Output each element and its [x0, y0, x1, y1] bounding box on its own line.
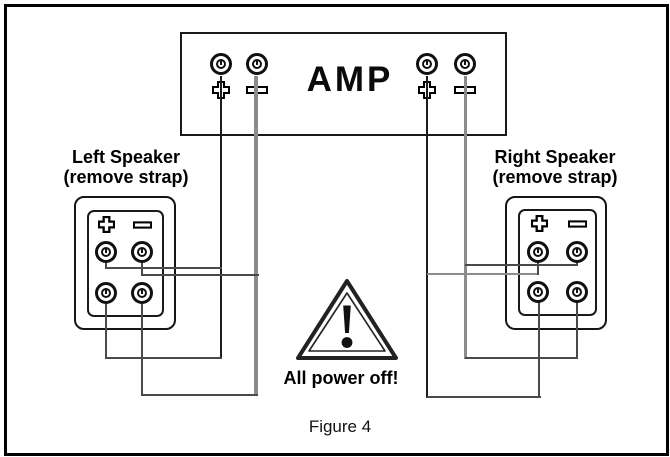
amp-label: AMP — [306, 60, 394, 99]
wire-left-lf-plus-run — [105, 357, 222, 359]
wire-left-hf-minus-stub — [141, 260, 143, 276]
amp-terminal-left-plus — [210, 53, 232, 75]
wire-right-hf-plus-stub — [537, 261, 539, 275]
figure-border — [4, 4, 669, 456]
wire-left-lf-minus-stub — [141, 302, 143, 396]
amp-terminal-right-plus — [416, 53, 438, 75]
left-speaker-terminal-hf-minus — [131, 241, 153, 263]
right-speaker-terminal-lf-plus — [527, 281, 549, 303]
left-plate-minus-icon — [133, 221, 152, 229]
wire-left-hf-minus-run — [141, 274, 259, 276]
right-speaker-terminal-hf-plus — [527, 241, 549, 263]
wire-amp-left-negative — [254, 76, 258, 396]
left-speaker-terminal-hf-plus — [95, 241, 117, 263]
left-speaker-subtitle: (remove strap) — [63, 167, 189, 187]
wire-left-hf-plus-run — [105, 267, 222, 269]
wire-right-hf-plus-run — [427, 273, 539, 275]
left-speaker-terminal-lf-minus — [131, 282, 153, 304]
right-plate-minus-icon — [568, 220, 587, 228]
wire-right-hf-minus-run — [465, 264, 578, 266]
wire-amp-left-positive — [220, 76, 222, 359]
wire-amp-right-positive — [426, 76, 428, 398]
amp-box — [180, 32, 507, 136]
right-speaker-label: Right Speaker (remove strap) — [455, 147, 655, 187]
right-speaker-subtitle: (remove strap) — [492, 167, 618, 187]
amp-terminal-right-minus — [454, 53, 476, 75]
wire-right-lf-minus-run — [465, 357, 578, 359]
warning-text: All power off! — [283, 368, 399, 388]
figure-caption: Figure 4 — [308, 417, 372, 436]
wire-left-lf-plus-stub — [105, 302, 107, 359]
left-plate-plus-icon — [98, 216, 115, 233]
right-speaker-terminal-lf-minus — [566, 281, 588, 303]
wire-right-lf-plus-stub — [538, 302, 540, 398]
wire-left-lf-minus-run — [141, 394, 258, 396]
right-speaker-terminal-hf-minus — [566, 241, 588, 263]
wire-amp-right-negative — [464, 76, 467, 359]
wire-left-hf-plus-stub — [105, 260, 107, 269]
left-speaker-terminal-lf-plus — [95, 282, 117, 304]
wire-right-lf-plus-run — [427, 396, 541, 398]
warning-triangle-icon — [290, 276, 404, 366]
right-speaker-title: Right Speaker — [494, 147, 616, 167]
right-plate-plus-icon — [531, 215, 548, 232]
wire-right-lf-minus-stub — [576, 302, 578, 359]
amp-terminal-left-minus — [246, 53, 268, 75]
left-speaker-title: Left Speaker — [71, 147, 181, 167]
wire-right-hf-minus-stub — [576, 260, 578, 266]
left-speaker-label: Left Speaker (remove strap) — [26, 147, 226, 187]
